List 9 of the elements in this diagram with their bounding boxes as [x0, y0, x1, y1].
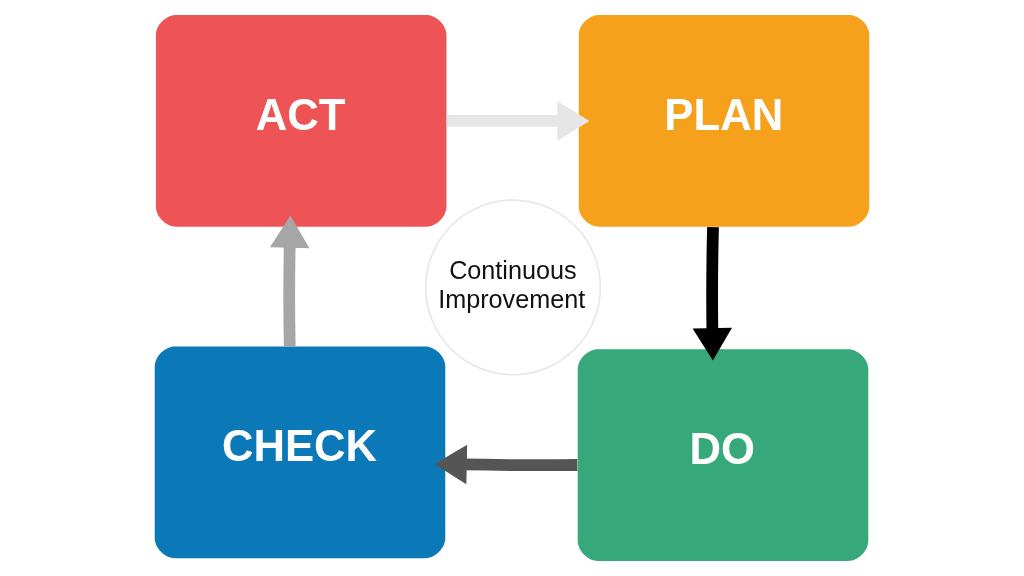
arrow	[434, 444, 578, 485]
arrow	[269, 215, 310, 347]
node-box: CHECK	[154, 346, 446, 559]
arrow	[446, 101, 590, 141]
node-box: PLAN	[578, 15, 870, 227]
node-box: DO	[577, 349, 869, 561]
node-box: ACT	[155, 15, 447, 227]
node-circle: Continuous Improvement	[424, 199, 602, 376]
arrow	[692, 226, 733, 361]
